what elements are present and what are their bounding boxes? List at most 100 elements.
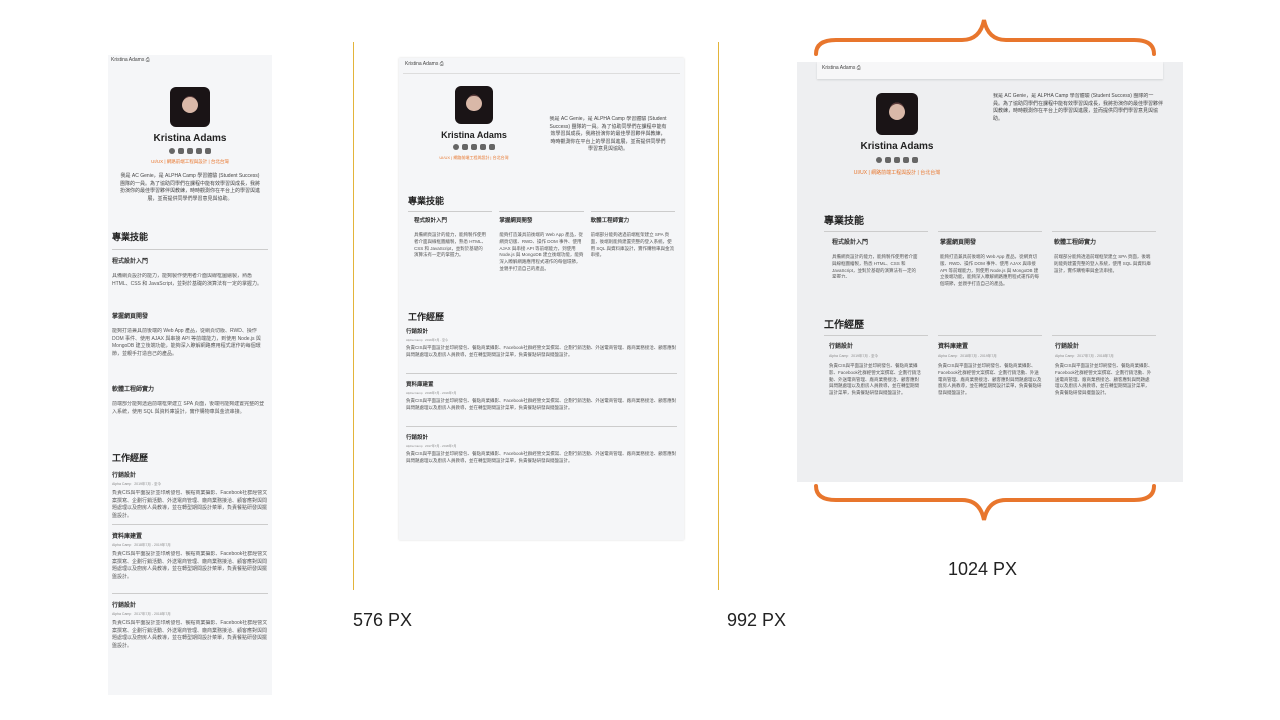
skill-desc: 前端部分能夠透過前端框架建立 SPA 頁面，後端則能夠建置完整的登入系統，使用 … — [590, 232, 674, 258]
skill-title: 程式設計入門 — [414, 218, 448, 224]
skill-item: 掌握網頁開發 能夠打造兼具前後端的 Web App 產品，從網頁切版、RWD、操… — [112, 311, 268, 374]
github-icon[interactable] — [196, 148, 202, 154]
skill-desc: 能夠打造兼具前後端的 Web App 產品，從網頁切版、RWD、操作 DOM 事… — [940, 254, 1039, 286]
job-date: 2018年7月 - 2019年7月 — [960, 354, 997, 358]
job-desc: 負責CIS與平面設計並印刷發包、餐點商業攝影、Facebook社群經營文案撰寫、… — [112, 490, 268, 519]
job-company: Alpha Camp — [1055, 354, 1075, 358]
instagram-icon[interactable] — [178, 148, 184, 154]
topbar: Kristina Adams ⎙ — [817, 62, 1163, 79]
job-item: 行銷設計 Alpha Camp 2017年7月 - 2018年7月 負責CIS與… — [112, 600, 268, 658]
divider — [408, 211, 493, 212]
divider — [824, 231, 928, 232]
job-company: Alpha Camp — [112, 612, 132, 616]
divider — [499, 211, 584, 212]
facebook-icon[interactable] — [169, 148, 175, 154]
mockup-576: Kristina Adams ⎙ Kristina Adams UI/UX | … — [108, 55, 272, 695]
social-icons — [399, 144, 549, 150]
bottom-brace — [814, 484, 1156, 521]
skill-title: 軟體工程師實力 — [590, 218, 630, 224]
skill-title: 程式設計入門 — [112, 259, 149, 265]
mail-icon[interactable] — [205, 148, 211, 154]
divider — [406, 373, 677, 374]
mockup-992: Kristina Adams ⎙ Kristina Adams UI/UX | … — [399, 58, 684, 540]
divider — [112, 524, 268, 525]
job-title: 行銷設計 — [406, 435, 429, 441]
job-company: Alpha Camp — [406, 338, 423, 342]
job-date: 2019年7月 - 至今 — [851, 354, 879, 358]
linkedin-icon[interactable] — [894, 157, 900, 163]
job-desc: 負責CIS與平面設計並印刷發包、餐點商業攝影、Facebook社群經營文案撰寫、… — [406, 398, 677, 410]
job-item: 行銷設計 Alpha Camp 2019年7月 - 至今 負責CIS與平面設計並… — [406, 327, 677, 367]
tagline: UI/UX | 網路前端工程與設計 | 台北台灣 — [853, 170, 941, 176]
job-item: 行銷設計 Alpha Camp 2017年7月 - 2018年7月 負責CIS與… — [1052, 335, 1156, 411]
label-1024: 1024 PX — [948, 559, 1018, 579]
divider — [824, 335, 928, 336]
skill-title: 軟體工程師實力 — [1054, 240, 1097, 246]
job-meta: Alpha Camp 2017年7月 - 2018年7月 — [406, 444, 677, 448]
job-meta: Alpha Camp 2018年7月 - 2019年7月 — [112, 543, 268, 548]
job-meta: Alpha Camp 2019年7月 - 至今 — [406, 338, 677, 342]
facebook-icon[interactable] — [453, 144, 459, 150]
skill-desc: 具備網頁設計的能力，能夠製作使用者介面與線框圖繪製，熟悉 HTML、CSS 和 … — [414, 232, 486, 258]
intro: 我是 AC Genie，是 ALPHA Camp 學習體驗 (Student S… — [993, 93, 1163, 122]
mail-icon[interactable] — [489, 144, 495, 150]
skill-item: 掌握網頁開發 能夠打造兼具前後端的 Web App 產品，從網頁切版、RWD、操… — [499, 211, 584, 292]
intro: 我是 AC Genie，是 ALPHA Camp 學習體驗 (Student S… — [120, 173, 261, 202]
skill-title: 掌握網頁開發 — [499, 218, 533, 224]
job-item: 行銷設計 Alpha Camp 2019年7月 - 至今 負責CIS與平面設計並… — [112, 470, 268, 520]
experience-title: 工作經歷 — [112, 453, 149, 463]
skill-title: 掌握網頁開發 — [940, 240, 977, 246]
social-icons — [807, 157, 987, 163]
job-desc: 負責CIS與平面設計並印刷發包、餐點商業攝影、Facebook社群經營文案撰寫、… — [112, 551, 268, 580]
skills-title: 專業技能 — [112, 232, 149, 242]
skill-desc: 前端部分能夠透過前端框架建立 SPA 頁面，後端則能夠建置完整的登入系統，使用 … — [1054, 254, 1151, 273]
profile-name: Kristina Adams — [860, 141, 934, 152]
job-date: 2019年7月 - 至今 — [134, 482, 162, 486]
job-meta: Alpha Camp 2017年7月 - 2018年7月 — [112, 612, 268, 617]
divider — [938, 335, 1042, 336]
mail-icon[interactable] — [912, 157, 918, 163]
label-576: 576 PX — [353, 610, 413, 630]
job-desc: 負責CIS與平面設計並印刷發包、餐點商業攝影、Facebook社群經營文案撰寫、… — [406, 345, 677, 357]
divider — [1052, 231, 1156, 232]
job-item: 資料庫建置 Alpha Camp 2018年7月 - 2019年7月 負責CIS… — [406, 380, 677, 420]
skill-title: 掌握網頁開發 — [112, 314, 149, 320]
skill-title: 程式設計入門 — [832, 240, 869, 246]
experience-title: 工作經歷 — [824, 320, 864, 331]
job-meta: Alpha Camp 2018年7月 - 2019年7月 — [938, 354, 1042, 359]
job-company: Alpha Camp — [829, 354, 849, 358]
linkedin-icon[interactable] — [187, 148, 193, 154]
skill-item: 程式設計入門 具備網頁設計的能力，能夠製作使用者介面與線框圖繪製，熟悉 HTML… — [824, 231, 928, 294]
skill-title: 軟體工程師實力 — [112, 387, 155, 393]
job-company: Alpha Camp — [938, 354, 958, 358]
intro: 我是 AC Genie，是 ALPHA Camp 學習體驗 (Student S… — [549, 116, 667, 152]
job-title: 行銷設計 — [406, 329, 429, 335]
job-meta: Alpha Camp 2019年7月 - 至今 — [829, 354, 923, 359]
instagram-icon[interactable] — [885, 157, 891, 163]
github-icon[interactable] — [903, 157, 909, 163]
job-item: 行銷設計 Alpha Camp 2017年7月 - 2018年7月 負責CIS與… — [406, 433, 677, 473]
divider — [938, 231, 1042, 232]
job-date: 2017年7月 - 2018年7月 — [134, 612, 171, 616]
github-icon[interactable] — [480, 144, 486, 150]
skills-title: 專業技能 — [824, 216, 864, 227]
profile-name: Kristina Adams — [441, 130, 507, 140]
job-meta: Alpha Camp 2018年7月 - 2019年7月 — [406, 391, 677, 395]
instagram-icon[interactable] — [462, 144, 468, 150]
label-992: 992 PX — [727, 610, 787, 630]
job-title: 資料庫建置 — [938, 344, 969, 350]
job-company: Alpha Camp — [112, 543, 132, 547]
job-meta: Alpha Camp 2019年7月 - 至今 — [112, 482, 268, 487]
social-icons — [108, 148, 272, 154]
skill-item: 軟體工程師實力 前端部分能夠透過前端框架建立 SPA 頁面，後端則能夠建置完整的… — [112, 384, 268, 429]
skill-item: 軟體工程師實力 前端部分能夠透過前端框架建立 SPA 頁面，後端則能夠建置完整的… — [590, 211, 675, 292]
job-item: 資料庫建置 Alpha Camp 2018年7月 - 2019年7月 負責CIS… — [112, 531, 268, 589]
skill-desc: 具備網頁設計的能力，能夠製作使用者介面與線框圖繪製，熟悉 HTML、CSS 和 … — [112, 273, 263, 287]
facebook-icon[interactable] — [876, 157, 882, 163]
tagline: UI/UX | 網路前端工程與設計 | 台北台灣 — [439, 155, 509, 160]
skill-desc: 能夠打造兼具前後端的 Web App 產品，從網頁切版、RWD、操作 DOM 事… — [112, 328, 261, 357]
linkedin-icon[interactable] — [471, 144, 477, 150]
skill-item: 程式設計入門 具備網頁設計的能力，能夠製作使用者介面與線框圖繪製，熟悉 HTML… — [408, 211, 493, 292]
job-date: 2017年7月 - 2018年7月 — [1077, 354, 1114, 358]
job-item: 資料庫建置 Alpha Camp 2018年7月 - 2019年7月 負責CIS… — [938, 335, 1042, 411]
